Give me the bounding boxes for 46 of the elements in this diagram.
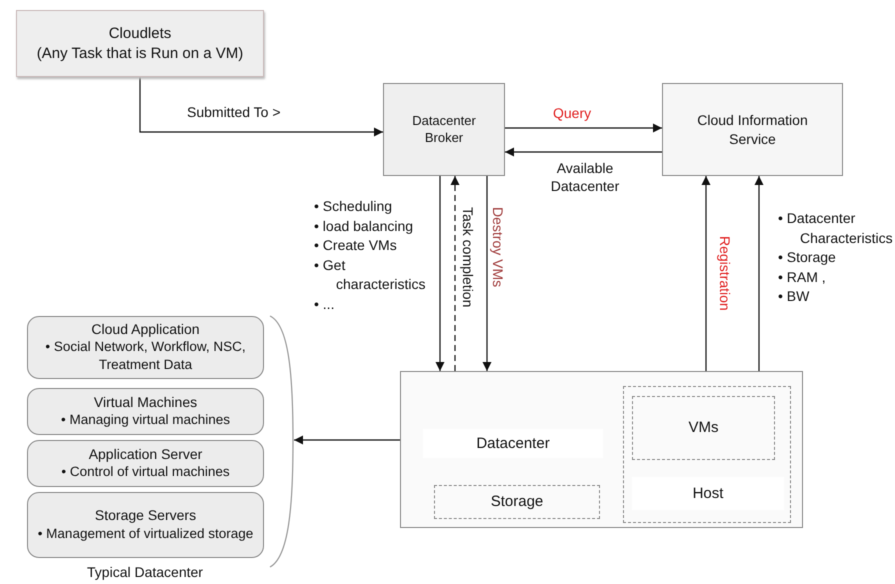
box-title: VMs bbox=[688, 418, 718, 438]
box-title: Cloudlets bbox=[108, 24, 172, 44]
list-item: • Storage bbox=[778, 248, 837, 268]
list-item: • Scheduling bbox=[314, 197, 394, 216]
box-title: Storage Servers bbox=[94, 507, 196, 525]
box-title: Cloud Information Service bbox=[696, 111, 809, 148]
layer-box bbox=[27, 440, 264, 487]
bullet-item: • Management of virtualized storage bbox=[38, 524, 254, 543]
process-box bbox=[16, 10, 264, 77]
list-item: • Create VMs bbox=[314, 236, 398, 256]
list-item: • ... bbox=[314, 294, 336, 314]
group-caption: Typical Datacenter bbox=[86, 564, 204, 580]
list-item: • load balancing bbox=[314, 216, 414, 236]
bullet-item: • Social Network, Workflow, NSC, Treatment Data bbox=[44, 338, 247, 374]
arrow bbox=[139, 77, 383, 136]
box-title: Datacenter Broker bbox=[411, 112, 477, 146]
host-box bbox=[623, 386, 791, 523]
box-title: Application Server bbox=[88, 446, 202, 464]
arrow bbox=[702, 176, 710, 371]
layer-box bbox=[27, 388, 264, 435]
arrow bbox=[294, 436, 400, 444]
box-title: Storage bbox=[490, 492, 544, 512]
list-item: • Get characteristics bbox=[314, 256, 424, 294]
list-item: • Datacenter Characteristics bbox=[778, 209, 894, 248]
dashed-arrow bbox=[450, 176, 460, 371]
box-title: Cloud Application bbox=[91, 320, 200, 338]
list-item: • BW bbox=[778, 287, 810, 306]
box-subtitle: (Any Task that is Run on a VM) bbox=[36, 44, 244, 63]
vm-box bbox=[632, 396, 775, 460]
box-title: Virtual Machines bbox=[94, 394, 198, 412]
arrow bbox=[482, 176, 492, 371]
arrow bbox=[436, 176, 444, 371]
layer-box bbox=[27, 316, 264, 379]
process-box bbox=[383, 83, 505, 176]
layer-box bbox=[27, 492, 264, 558]
list-item: • RAM , bbox=[778, 268, 827, 287]
storage-box bbox=[434, 485, 600, 519]
arrow bbox=[505, 124, 662, 132]
arrow bbox=[754, 176, 764, 371]
bullet-item: • Control of virtual machines bbox=[61, 463, 230, 482]
bullet-item: • Managing virtual machines bbox=[60, 411, 230, 430]
arrow bbox=[505, 148, 662, 156]
process-box bbox=[662, 83, 843, 176]
datacenter-box bbox=[400, 371, 803, 528]
box-label: Host bbox=[632, 477, 784, 510]
box-label: Datacenter bbox=[423, 429, 603, 458]
